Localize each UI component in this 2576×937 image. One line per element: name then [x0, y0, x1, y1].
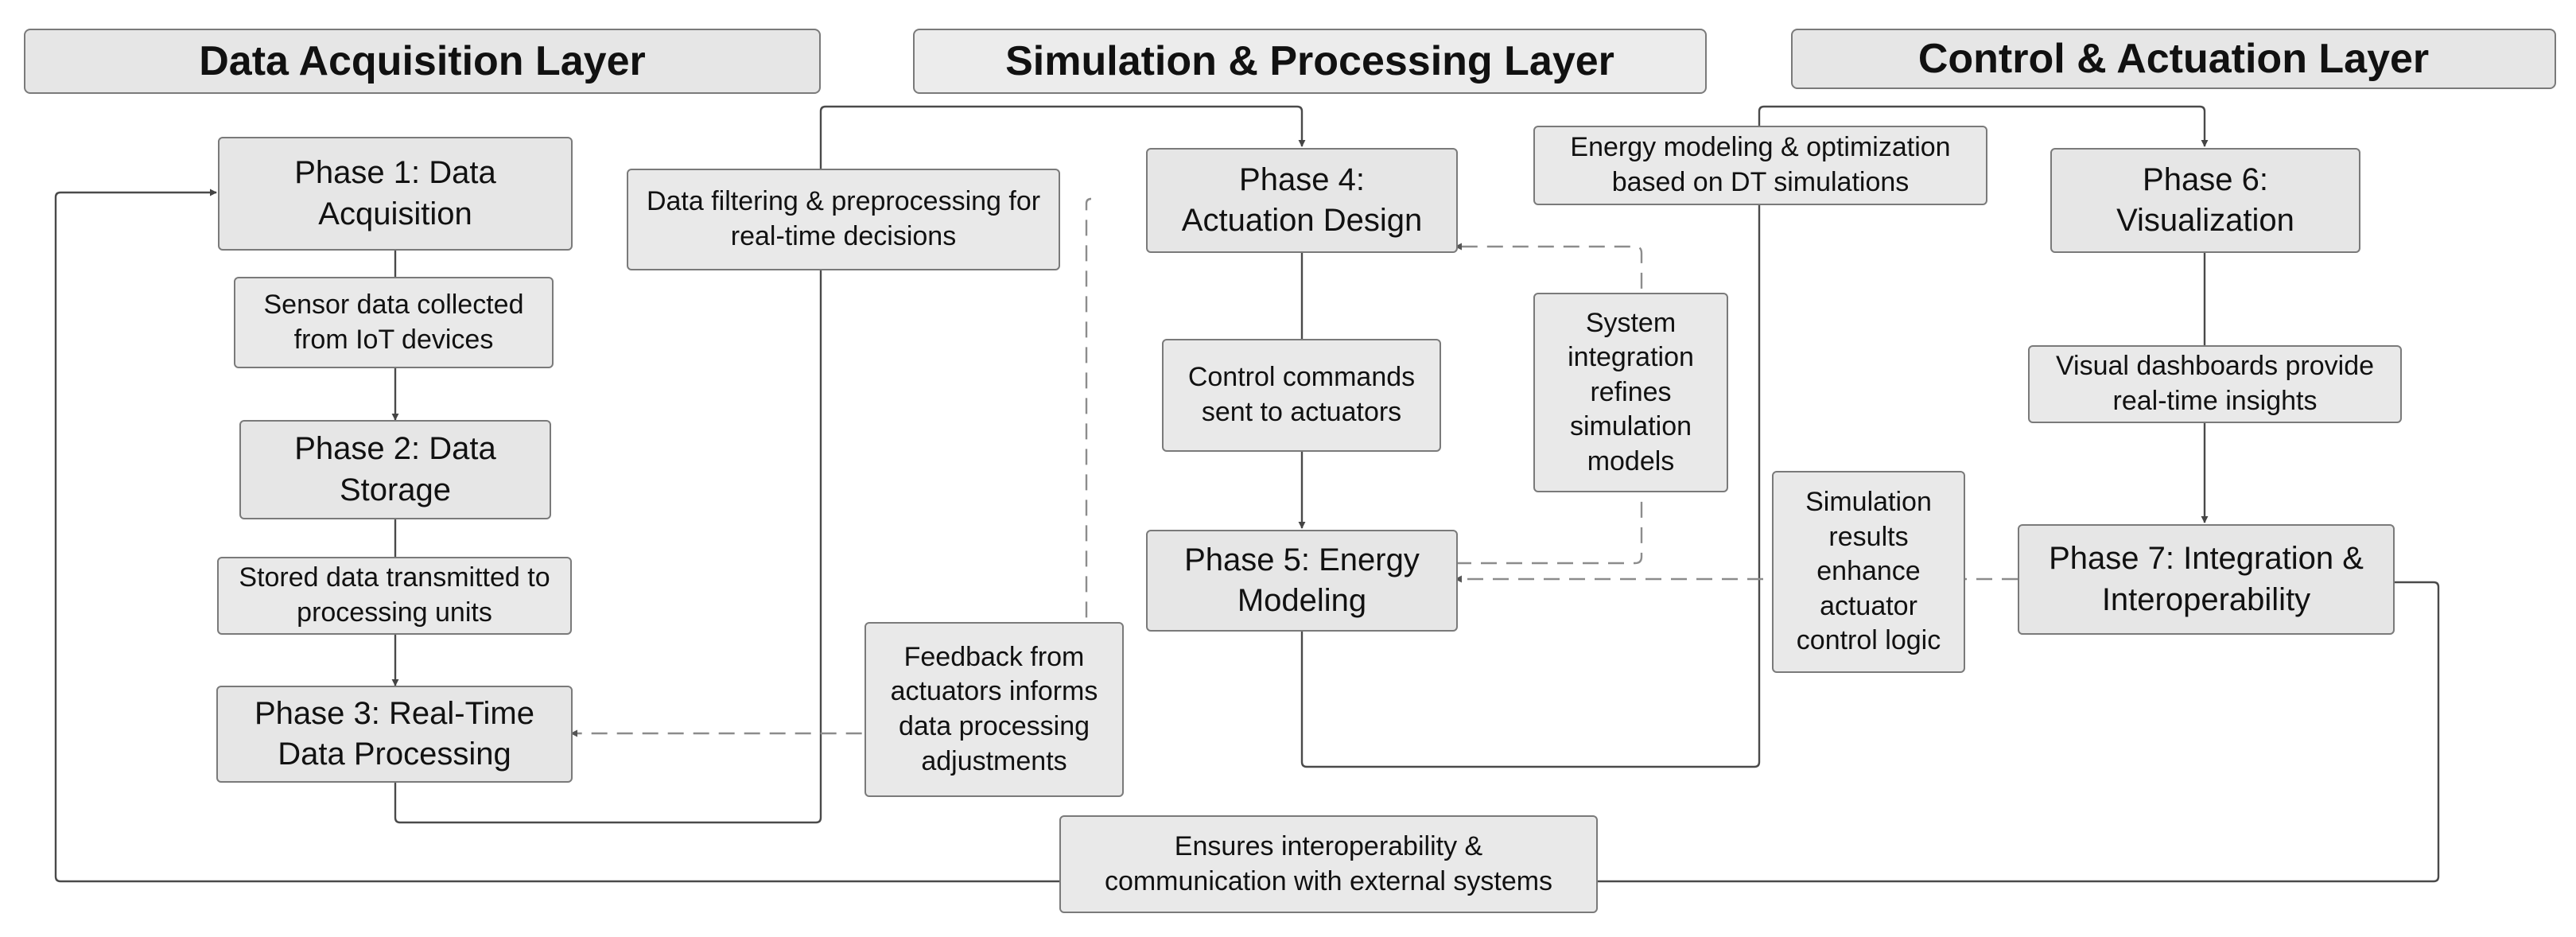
phase-1-data-acquisition: Phase 1: Data Acquisition	[218, 137, 573, 251]
layer-header-control-actuation: Control & Actuation Layer	[1791, 29, 2556, 89]
edge-feedback-p3	[570, 197, 1092, 737]
layer-header-simulation-processing: Simulation & Processing Layer	[913, 29, 1707, 94]
edge-p3-p4	[394, 105, 1306, 824]
phase-7-integration-interoperability: Phase 7: Integration & Interoperability	[2018, 524, 2395, 635]
phase-5-energy-modeling: Phase 5: Energy Modeling	[1146, 530, 1458, 632]
note-data-filtering-preprocessing: Data filtering & preprocessing for real-…	[627, 169, 1060, 270]
phase-2-data-storage: Phase 2: Data Storage	[239, 420, 551, 519]
phase-6-visualization: Phase 6: Visualization	[2050, 148, 2360, 253]
note-system-integration: System integration refines simulation mo…	[1533, 293, 1728, 492]
phase-4-actuation-design: Phase 4: Actuation Design	[1146, 148, 1458, 253]
note-energy-modeling-optimization: Energy modeling & optimization based on …	[1533, 126, 1987, 205]
note-simulation-results: Simulation results enhance actuator cont…	[1772, 471, 1965, 673]
note-ensures-interoperability: Ensures interoperability & communication…	[1059, 815, 1598, 913]
note-sensor-data-collected: Sensor data collected from IoT devices	[234, 277, 554, 368]
phase-3-real-time-data-processing: Phase 3: Real-Time Data Processing	[216, 686, 573, 783]
note-stored-data-transmitted: Stored data transmitted to processing un…	[217, 557, 572, 635]
note-feedback-from-actuators: Feedback from actuators informs data pro…	[864, 622, 1124, 797]
note-control-commands: Control commands sent to actuators	[1162, 339, 1441, 452]
edge-p5-p6	[1300, 105, 2209, 768]
layer-header-data-acquisition: Data Acquisition Layer	[24, 29, 821, 94]
note-visual-dashboards: Visual dashboards provide real-time insi…	[2028, 345, 2402, 423]
